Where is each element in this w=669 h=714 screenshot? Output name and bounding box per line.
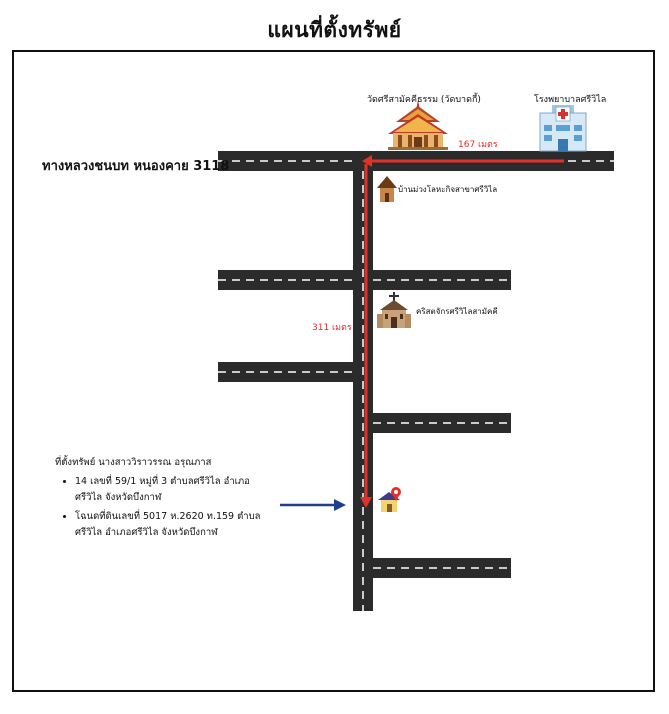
side-road-right-3 — [373, 558, 511, 578]
map-frame — [12, 50, 655, 692]
property-pointer-arrow — [280, 499, 346, 511]
temple-label: วัดศรีสามัคคีธรรม (วัดบาดกี้) — [367, 95, 481, 105]
side-road-right-2 — [373, 413, 511, 433]
route-arrowhead-down — [360, 497, 372, 508]
route-path — [360, 155, 564, 508]
hospital-label: โรงพยาบาลศรีวิไล — [534, 95, 607, 105]
property-pin-icon — [378, 487, 401, 512]
property-info-list: 14 เลขที่ 59/1 หมู่ที่ 3 ตำบลศรีวิไล อำเ… — [55, 474, 270, 541]
vertical-road — [353, 151, 373, 611]
temple-icon — [388, 100, 448, 150]
route-arrowhead-left — [362, 155, 372, 167]
church-label: คริสตจักรศรีวิไลสามัคคี — [416, 307, 498, 316]
distance-top-label: 167 เมตร — [458, 140, 498, 150]
side-road-left-1 — [218, 270, 353, 290]
page-title: แผนที่ตั้งทรัพย์ — [267, 18, 402, 42]
hospital-icon — [539, 105, 587, 152]
property-info-heading: ที่ตั้งทรัพย์ นางสาววิราวรรณ อรุณภาส — [55, 457, 212, 468]
property-info: ที่ตั้งทรัพย์ นางสาววิราวรรณ อรุณภาส 14 … — [55, 455, 270, 544]
house-icon — [377, 176, 397, 202]
house-label: บ้านม่วงโลหะกิจสาขาศรีวิไล — [398, 185, 498, 194]
distance-vertical-label: 311 เมตร — [312, 323, 352, 333]
road-name-label: ทางหลวงชนบท หนองคาย 3118 — [42, 159, 230, 174]
side-road-right-1 — [373, 270, 511, 290]
church-icon — [377, 292, 411, 328]
side-road-left-2 — [218, 362, 353, 382]
property-info-item: โฉนดที่ดินเลขที่ 5017 ห.2620 ท.159 ตำบลศ… — [75, 509, 270, 541]
property-info-item: 14 เลขที่ 59/1 หมู่ที่ 3 ตำบลศรีวิไล อำเ… — [75, 474, 270, 506]
